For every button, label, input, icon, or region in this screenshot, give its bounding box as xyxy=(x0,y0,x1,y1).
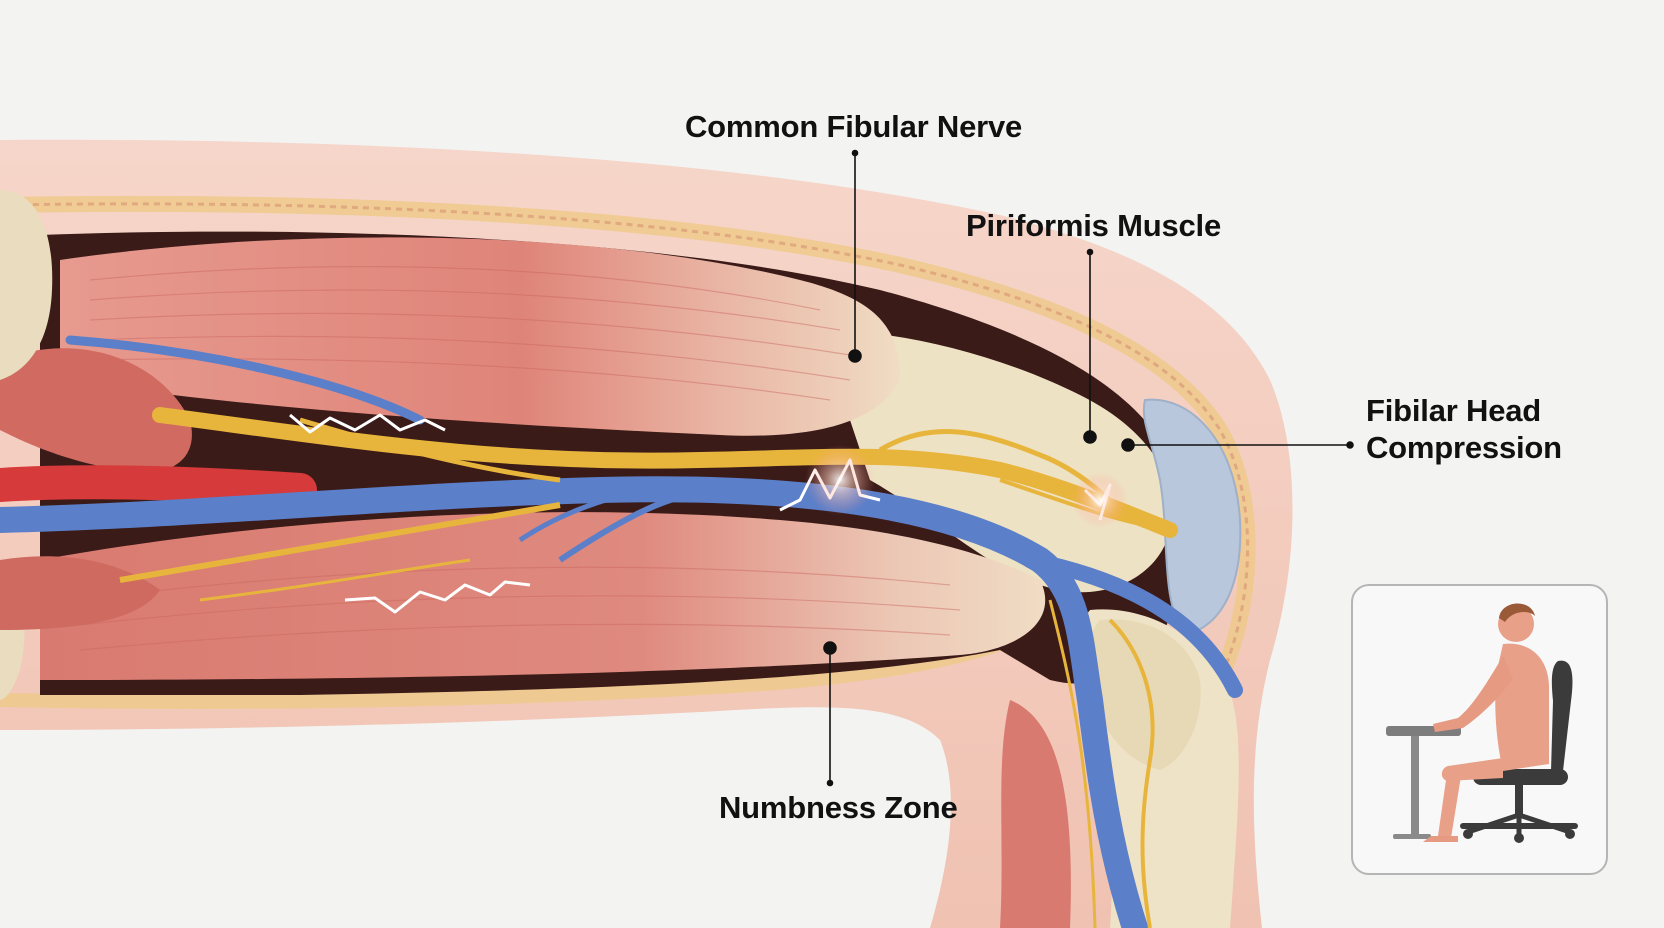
label-fibilar-head-compression-line2: Compression xyxy=(1366,430,1562,465)
fat-layer-bottom xyxy=(0,633,1013,709)
popliteal-vein xyxy=(0,476,1148,928)
pain-spark-2 xyxy=(344,580,531,614)
lower-hamstring-muscle xyxy=(40,512,1046,680)
label-numbness-zone: Numbness Zone xyxy=(719,790,958,825)
fibula-head xyxy=(1088,619,1201,770)
seated-posture-inset xyxy=(1351,584,1608,875)
upper-hamstring-muscle xyxy=(60,237,900,436)
artery xyxy=(0,465,317,507)
pain-spark-1 xyxy=(289,413,446,434)
label-piriformis-muscle: Piriformis Muscle xyxy=(966,208,1222,243)
seated-person-at-desk-icon xyxy=(1386,603,1578,843)
hip-muscle-bundle xyxy=(0,348,192,473)
label-fibilar-head-compression-line1: Fibilar Head xyxy=(1366,393,1542,428)
label-common-fibular-nerve: Common Fibular Nerve xyxy=(685,109,1023,144)
label-fibilar-head-compression: Fibilar Head Compression xyxy=(1366,392,1562,466)
calf-muscle xyxy=(1000,700,1071,928)
pelvic-bone xyxy=(0,190,53,380)
